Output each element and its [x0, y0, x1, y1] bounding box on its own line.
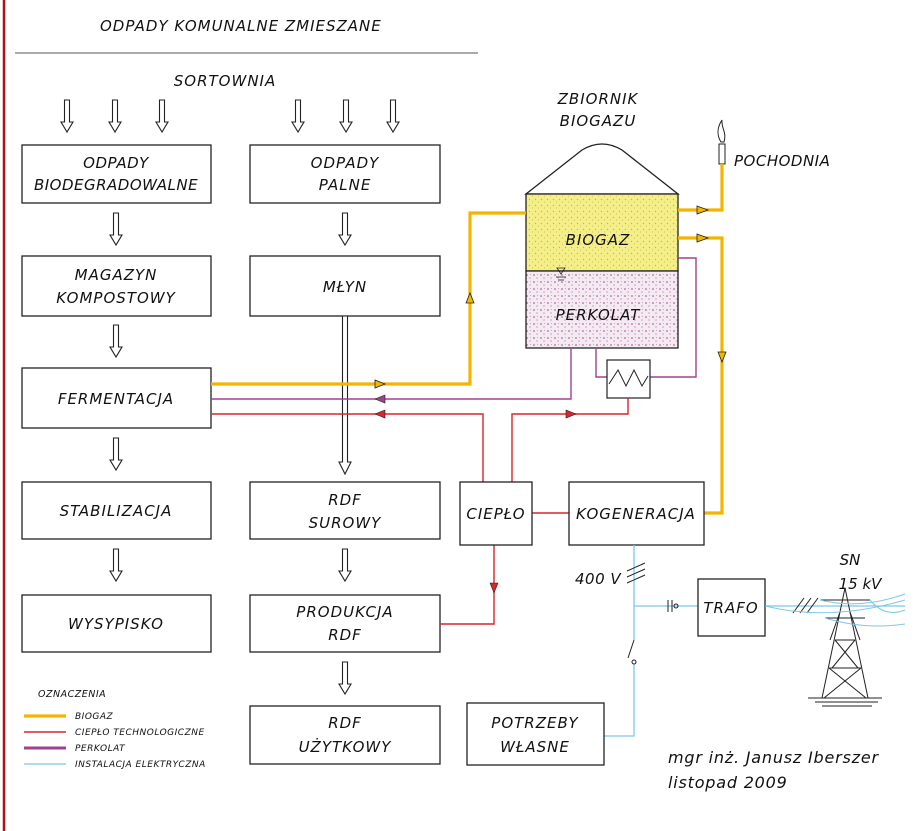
overhead-lines — [764, 593, 906, 627]
arrow-down-icon — [60, 99, 74, 133]
box-biodegradowalne: ODPADY BIODEGRADOWALNE — [21, 144, 212, 204]
box-rdf-surowy: RDF SUROWY — [249, 481, 441, 540]
box-biodegradowalne-line2: BIODEGRADOWALNE — [34, 176, 198, 194]
tank-perkolat-section — [525, 270, 679, 349]
box-fermentacja: FERMENTACJA — [21, 367, 212, 429]
box-magazyn-line1: MAGAZYN — [75, 266, 158, 284]
box-stabilizacja-label: STABILIZACJA — [60, 502, 173, 520]
box-cieplo: CIEPŁO — [459, 481, 533, 546]
sn-label: SN — [840, 551, 861, 569]
pipe-heat-hx — [511, 398, 629, 482]
header-title: ODPADY KOMUNALNE ZMIESZANE — [100, 17, 382, 35]
power-pylon-icon — [808, 587, 882, 707]
box-kogeneracja-label: KOGENERACJA — [576, 505, 696, 523]
box-biodegradowalne-line1: ODPADY — [83, 154, 150, 172]
arrow-down-icon — [155, 99, 169, 133]
breaker-icon — [667, 600, 679, 612]
box-potrzeby-line1: POTRZEBY — [491, 714, 579, 732]
pipe-biogas-kogeneracja — [678, 236, 724, 515]
box-wysypisko-label: WYSYPISKO — [68, 615, 164, 633]
box-potrzeby-line2: WŁASNE — [500, 738, 570, 756]
sn-voltage-label: 15 kV — [839, 575, 884, 593]
box-cieplo-label: CIEPŁO — [466, 505, 525, 523]
box-trafo-label: TRAFO — [703, 599, 758, 617]
box-produkcja-rdf: PRODUKCJA RDF — [249, 594, 441, 653]
box-rdf-surowy-line1: RDF — [328, 491, 362, 509]
pipe-perkolat-hx-out — [650, 257, 697, 378]
arrow-down-icon — [338, 212, 352, 246]
arrow-down-icon — [109, 548, 123, 582]
box-magazyn: MAGAZYN KOMPOSTOWY — [21, 255, 212, 317]
three-phase-icon — [626, 562, 646, 584]
box-rdf-uzytkowy-line2: UŻYTKOWY — [299, 737, 393, 756]
arrow-down-icon — [386, 99, 400, 133]
legend-label-cieplo: CIEPŁO TECHNOLOGICZNE — [75, 728, 205, 738]
arrow-down-icon — [109, 437, 123, 471]
heat-exchanger-icon — [606, 359, 651, 399]
legend-label-perkolat: PERKOLAT — [75, 744, 126, 754]
box-trafo: TRAFO — [697, 578, 766, 637]
box-palne-line2: PALNE — [319, 176, 372, 194]
arrow-down-icon — [339, 99, 353, 133]
pipe-perkolat-hx-in — [595, 348, 607, 378]
arrow-down-icon — [291, 99, 305, 133]
legend-label-biogaz: BIOGAZ — [75, 712, 114, 722]
voltage-400-label: 400 V — [575, 570, 622, 588]
tank-roof — [524, 143, 680, 195]
legend-title: OZNACZENIA — [38, 689, 106, 700]
biogas-tank: BIOGAZ PERKOLAT — [524, 143, 680, 349]
pipe-heat-produkcja — [440, 545, 495, 625]
arrow-down-icon — [109, 324, 123, 358]
tank-biogaz-label: BIOGAZ — [566, 231, 631, 249]
box-wysypisko: WYSYPISKO — [21, 594, 212, 653]
box-mlyn-label: MŁYN — [323, 278, 367, 296]
switch-icon — [627, 639, 637, 665]
box-palne: ODPADY PALNE — [249, 144, 441, 204]
box-potrzeby: POTRZEBY WŁASNE — [466, 702, 605, 766]
pipe-heat-fermentacja — [211, 413, 484, 482]
box-magazyn-line2: KOMPOSTOWY — [56, 289, 176, 307]
arrow-down-icon — [108, 99, 122, 133]
legend: OZNACZENIA BIOGAZ CIEPŁO TECHNOLOGICZNE … — [24, 689, 206, 770]
author-date: listopad 2009 — [668, 773, 788, 792]
box-mlyn: MŁYN — [249, 255, 441, 317]
box-fermentacja-label: FERMENTACJA — [58, 390, 174, 408]
pipe-perkolat — [211, 348, 572, 400]
box-rdf-uzytkowy: RDF UŻYTKOWY — [249, 705, 441, 765]
box-stabilizacja: STABILIZACJA — [21, 481, 212, 540]
torch-icon — [717, 119, 726, 165]
box-rdf-uzytkowy-line1: RDF — [328, 714, 362, 732]
legend-label-elektryczna: INSTALACJA ELEKTRYCZNA — [75, 760, 206, 770]
long-arrow-down-icon — [338, 315, 352, 476]
arrow-down-icon — [109, 212, 123, 246]
wire-to-potrzeby — [604, 664, 635, 737]
author-name: mgr inż. Janusz Iberszer — [668, 748, 879, 767]
box-rdf-surowy-line2: SUROWY — [309, 514, 383, 532]
pochodnia-label: POCHODNIA — [734, 152, 830, 170]
three-phase-sn-icon — [792, 597, 819, 614]
tank-title-line1: ZBIORNIK — [557, 90, 639, 108]
tank-perkolat-label: PERKOLAT — [556, 306, 642, 324]
tank-title-line2: BIOGAZU — [560, 112, 637, 130]
pipe-biogas-torch — [678, 164, 724, 212]
level-marker-icon — [556, 267, 566, 275]
arrow-down-icon — [338, 548, 352, 582]
box-produkcja-line1: PRODUKCJA — [296, 603, 393, 621]
tank-biogas-section — [525, 193, 679, 272]
box-kogeneracja: KOGENERACJA — [568, 481, 705, 546]
sortownia-label: SORTOWNIA — [174, 72, 276, 90]
box-produkcja-line2: RDF — [328, 626, 362, 644]
arrow-down-icon — [338, 661, 352, 695]
box-palne-line1: ODPADY — [311, 154, 380, 172]
